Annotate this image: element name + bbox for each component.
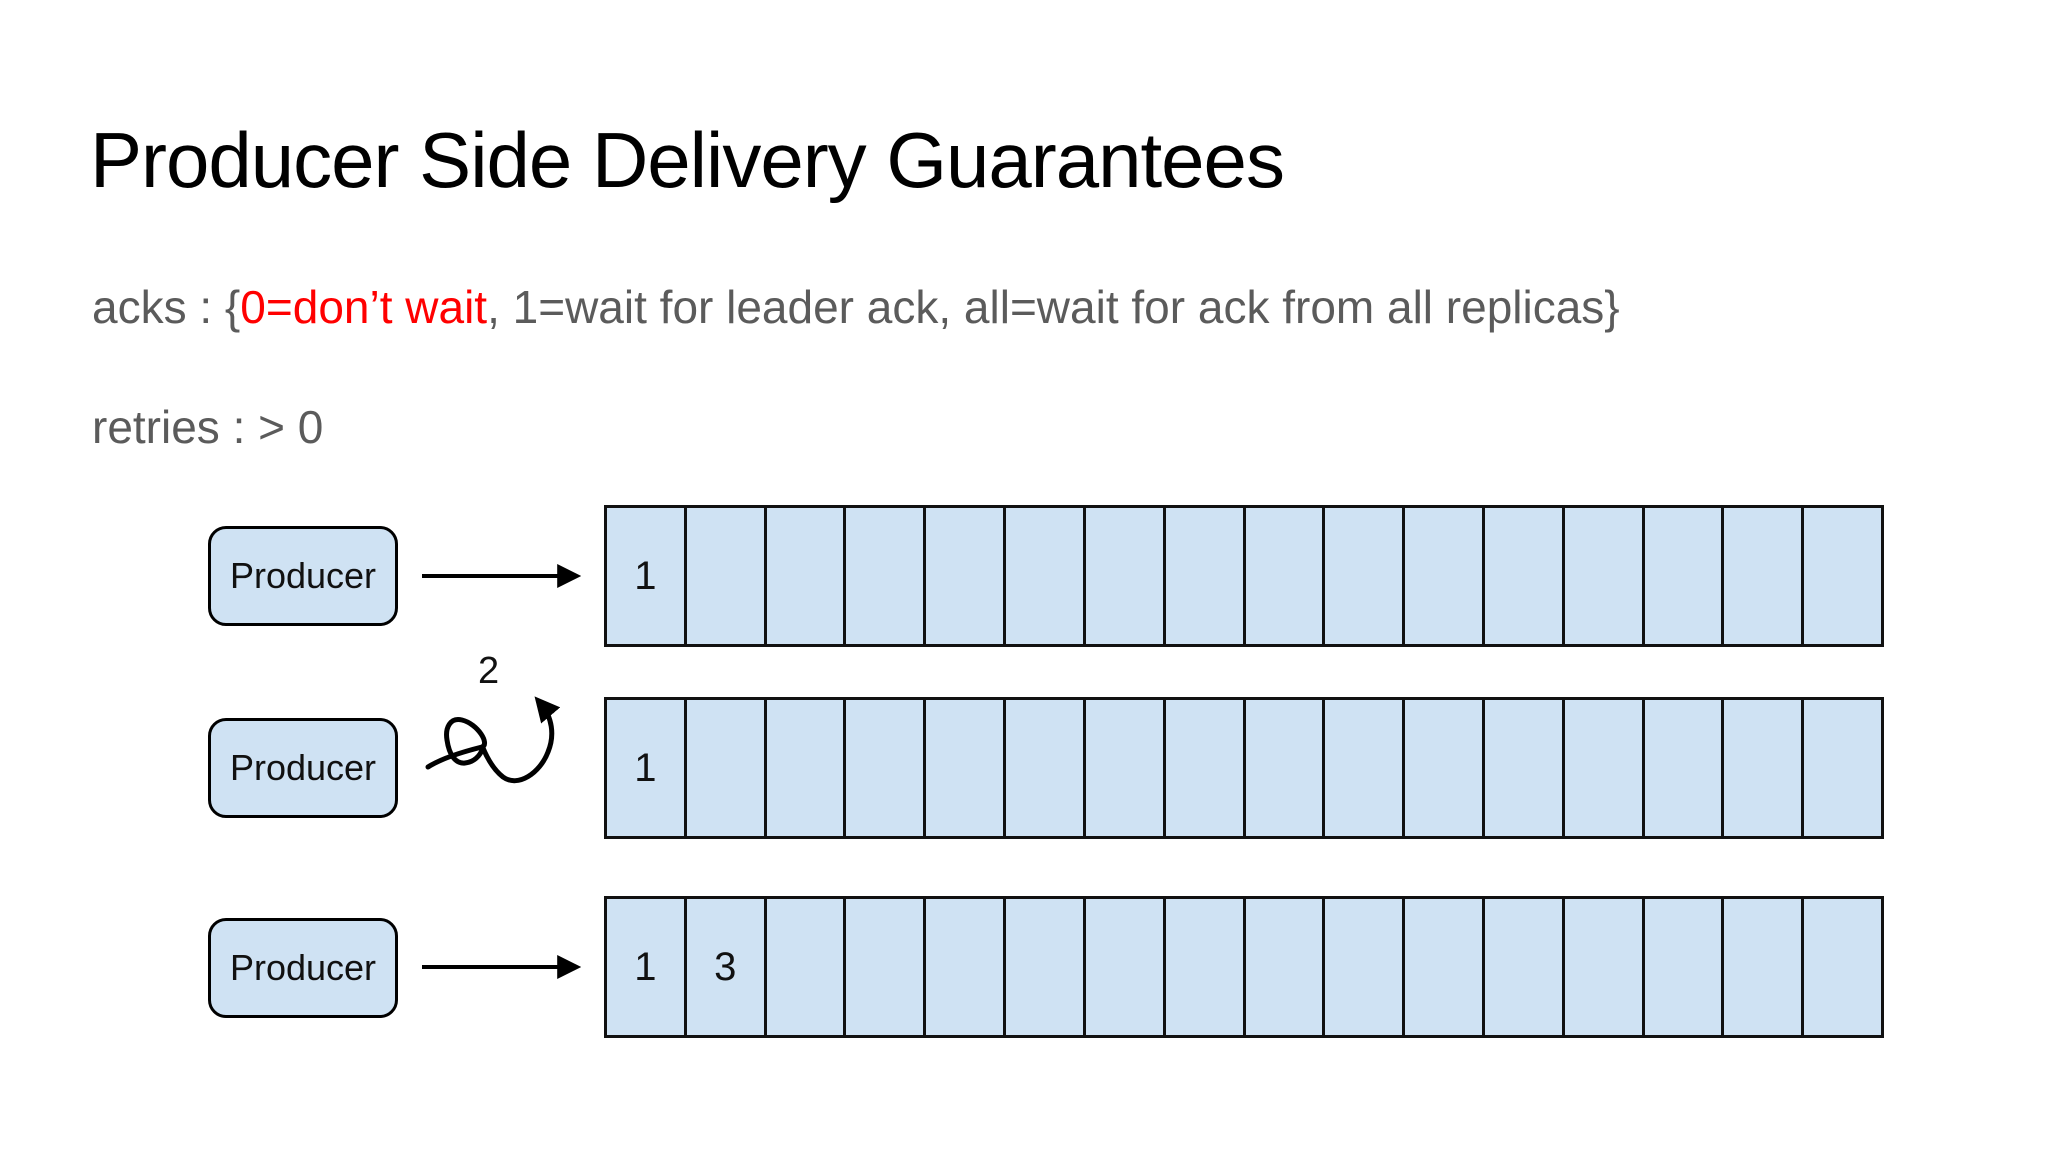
partition-cell: [1405, 700, 1485, 836]
producer-box-3: Producer: [208, 918, 398, 1018]
partition-cell: [1085, 700, 1166, 836]
partition-cell: [1006, 508, 1086, 644]
partition-cell: [766, 899, 847, 1035]
producer-box-2-label: Producer: [229, 747, 377, 788]
partition-cell: [1165, 508, 1246, 644]
partition-cell: [1724, 700, 1805, 836]
partition-cell: [1245, 899, 1326, 1035]
partition-cell: [1484, 700, 1565, 836]
partition-cell: [1006, 899, 1086, 1035]
partition-cell: 1: [607, 508, 687, 644]
producer-box-3-label: Producer: [229, 947, 377, 988]
partition-cell: [1405, 899, 1485, 1035]
partition-cell: [1325, 508, 1406, 644]
partition-cell: [1245, 700, 1326, 836]
producer-box-1: Producer: [208, 526, 398, 626]
arrow-producer3-to-partition: [422, 955, 582, 979]
partition-cell: [1724, 899, 1805, 1035]
partition-cell: [846, 899, 927, 1035]
partition-cell: [1484, 508, 1565, 644]
acks-line: acks : {0=don’t wait, 1=wait for leader …: [92, 280, 1620, 335]
partition-cell: [1006, 700, 1086, 836]
partition-cell: [1564, 899, 1645, 1035]
partition-cell: [1245, 508, 1326, 644]
partition-cell: [1564, 700, 1645, 836]
partition-cell: [1724, 508, 1805, 644]
partition-cell: [1165, 899, 1246, 1035]
partition-cell: [846, 508, 927, 644]
partition-cell: [926, 899, 1007, 1035]
producer-box-2: Producer: [208, 718, 398, 818]
partition-cell: [1085, 508, 1166, 644]
partition-cell: [1484, 899, 1565, 1035]
retry-count-label: 2: [478, 650, 500, 692]
acks-highlight: 0=don’t wait: [240, 281, 488, 333]
producer-box-1-label: Producer: [229, 555, 377, 596]
partition-cell: [1804, 899, 1881, 1035]
partition-cell: [1325, 700, 1406, 836]
partition-cell: [1644, 899, 1725, 1035]
partition-cell: [1405, 508, 1485, 644]
arrow-producer1-to-partition: [422, 564, 582, 588]
retry-loop-arrow: [425, 696, 561, 784]
partition-cell: [686, 700, 767, 836]
partition-cell: [1804, 508, 1881, 644]
partition-cell: [766, 700, 847, 836]
acks-suffix: , 1=wait for leader ack, all=wait for ac…: [487, 281, 1620, 333]
acks-prefix: acks : {: [92, 281, 241, 333]
partition-cell: [1564, 508, 1645, 644]
partition-cell: 1: [607, 899, 687, 1035]
partition-cell: [1644, 700, 1725, 836]
partition-row-1: 1: [604, 505, 1884, 647]
partition-cell: 1: [607, 700, 687, 836]
slide-title: Producer Side Delivery Guarantees: [90, 116, 1285, 204]
retries-line: retries : > 0: [92, 401, 324, 453]
partition-cell: [926, 700, 1007, 836]
partition-cell: [926, 508, 1007, 644]
partition-cell: [846, 700, 927, 836]
partition-cell: [1325, 899, 1406, 1035]
partition-cell: [1165, 700, 1246, 836]
partition-row-2: 1: [604, 697, 1884, 839]
partition-cell: [686, 508, 767, 644]
partition-cell: [1085, 899, 1166, 1035]
partition-cell: [1644, 508, 1725, 644]
partition-cell: 3: [686, 899, 767, 1035]
partition-cell: [1804, 700, 1881, 836]
partition-cell: [766, 508, 847, 644]
